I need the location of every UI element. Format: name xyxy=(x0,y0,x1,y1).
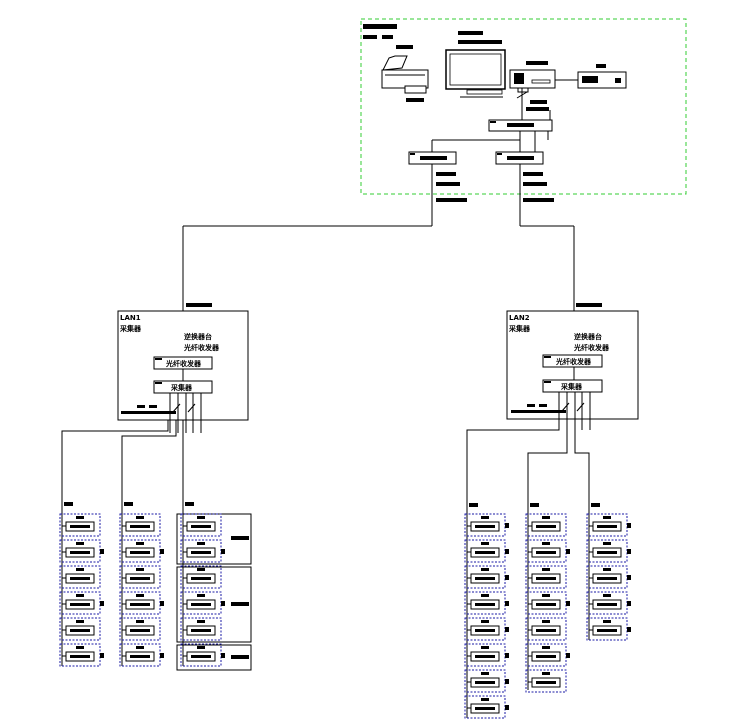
meter-icon xyxy=(464,513,509,537)
server-icon xyxy=(577,64,627,89)
meter-icon xyxy=(59,513,101,537)
meter-icon xyxy=(59,643,104,667)
meter-icon xyxy=(180,539,225,563)
meter-icon xyxy=(119,513,161,537)
meter-icon xyxy=(180,591,225,615)
meter-icon xyxy=(586,513,631,537)
substation-1: LAN1 采集器 逆换器台 光纤收发器 光纤收发器 采集器 xyxy=(117,310,249,433)
meter-icon xyxy=(119,591,164,615)
meter-icon xyxy=(464,695,509,719)
substation-1-title: LAN1 xyxy=(120,314,141,322)
meter-icon xyxy=(586,539,631,563)
substation-1-tag2: 光纤收发器 xyxy=(183,343,220,352)
substation-2-transceiver-label: 光纤收发器 xyxy=(555,357,592,366)
substation-1-collector-label: 采集器 xyxy=(170,383,193,392)
substation-2-title: LAN2 xyxy=(509,314,530,322)
zone-title-block xyxy=(363,24,397,29)
meter-icon xyxy=(180,643,225,667)
meter-icon xyxy=(464,591,509,615)
substation-1-tag1: 逆换器台 xyxy=(184,332,212,341)
meter-icon xyxy=(525,565,567,589)
meter-icon xyxy=(525,669,567,693)
substation-2: LAN2 采集器 逆换器台 光纤收发器 光纤收发器 采集器 xyxy=(506,310,639,430)
meter-icon xyxy=(525,617,567,641)
meter-icon xyxy=(180,617,222,641)
substation-2-collector-label: 采集器 xyxy=(560,382,583,391)
meter-icon xyxy=(59,591,104,615)
meter-icon xyxy=(59,539,104,563)
core-switch xyxy=(488,119,553,132)
feeder-bus-right xyxy=(466,419,590,718)
substation-2-name: 采集器 xyxy=(508,324,531,333)
meter-icon xyxy=(59,565,101,589)
meter-icon xyxy=(119,643,164,667)
substation-2-tag2: 光纤收发器 xyxy=(573,343,610,352)
zone-title-block xyxy=(363,35,377,39)
meter-icon xyxy=(586,565,631,589)
fiber-transceiver-icon xyxy=(495,151,544,165)
meter-icon xyxy=(464,643,509,667)
substation-2-tag1: 逆换器台 xyxy=(574,332,602,341)
meter-icon xyxy=(464,617,509,641)
substation-1-transceiver-label: 光纤收发器 xyxy=(165,359,202,368)
meter-icon xyxy=(119,539,164,563)
meter-icon xyxy=(525,591,570,615)
meter-icon xyxy=(180,513,222,537)
printer-icon xyxy=(381,45,429,102)
meter-icon xyxy=(525,513,567,537)
feeder-bus-left xyxy=(61,420,184,666)
computer-icon xyxy=(509,61,556,93)
monitor-icon xyxy=(445,31,506,98)
zone-title-block xyxy=(382,35,393,39)
meter-icon xyxy=(119,565,161,589)
fiber-transceiver-icon xyxy=(408,151,457,165)
meter-icon xyxy=(586,591,631,615)
meter-icon xyxy=(180,565,222,589)
meter-icon xyxy=(464,669,509,693)
meter-icon xyxy=(59,617,101,641)
meter-icon xyxy=(586,617,631,641)
meter-icon xyxy=(464,565,509,589)
control-room-zone xyxy=(360,18,687,195)
meter-icon xyxy=(525,539,570,563)
meter-icon xyxy=(119,617,161,641)
meter-icon xyxy=(464,539,509,563)
meter-devices xyxy=(59,513,631,719)
meter-icon xyxy=(525,643,570,667)
substation-1-name: 采集器 xyxy=(119,324,142,333)
